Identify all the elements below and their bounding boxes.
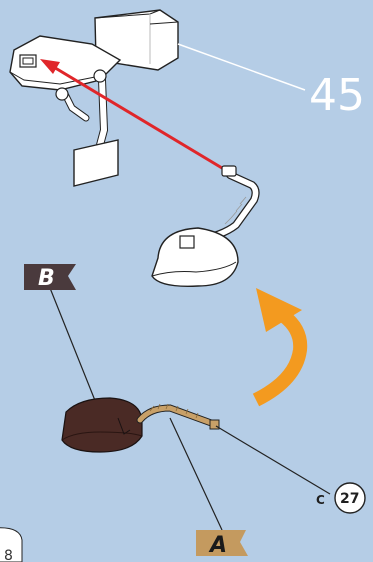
flag-b-label: B: [38, 266, 55, 291]
flag-a-label: A: [208, 533, 227, 558]
callout-leader-c: [216, 426, 330, 494]
step-number-label: 45: [309, 70, 365, 121]
callout-number: 27: [340, 491, 359, 507]
callout-c27: C 27: [316, 483, 365, 513]
brown-cap-part: [62, 398, 219, 452]
callout-letter: C: [316, 493, 325, 507]
assembly-top-unit: [10, 10, 178, 186]
rotate-arrow-icon: [256, 288, 302, 400]
step-leader-line: [178, 44, 305, 90]
white-base-component: [152, 166, 256, 286]
page-corner-number: 8: [4, 548, 13, 562]
callout-leader-a: [170, 418, 222, 530]
insertion-arrow: [40, 59, 222, 168]
flag-a: A: [196, 530, 248, 558]
flag-b: B: [24, 264, 98, 408]
page-corner-tab: 8: [0, 528, 22, 562]
